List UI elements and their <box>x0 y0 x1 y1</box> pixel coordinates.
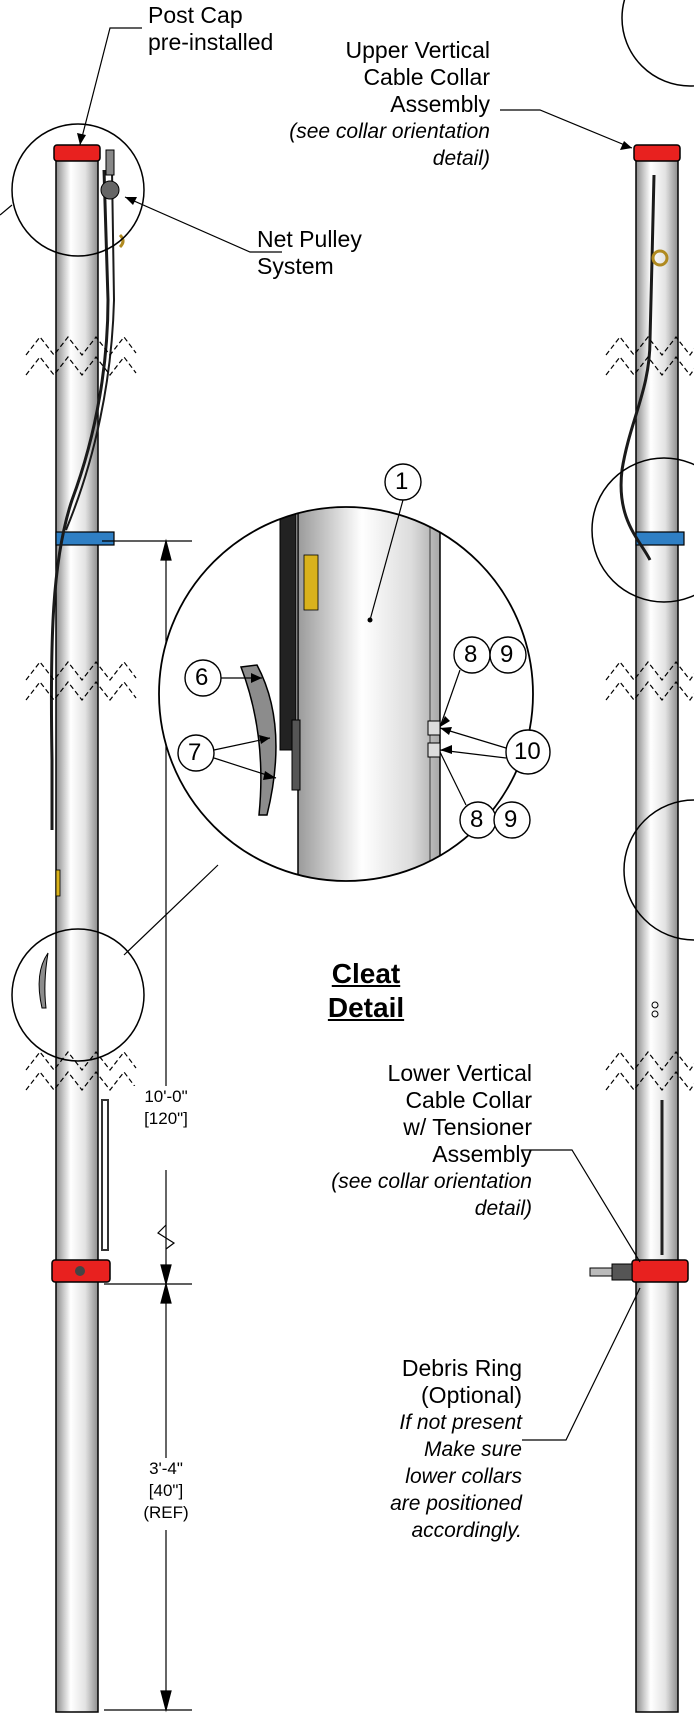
right-collar-detail-circle <box>591 457 694 603</box>
lower-collar-right <box>631 1259 689 1283</box>
net-pulley-label: Net Pulley System <box>257 226 362 279</box>
collar-blue-left <box>55 531 115 546</box>
callout-8-lower: 8 <box>470 806 484 833</box>
cleat-detail-circle <box>11 928 145 1062</box>
callout-1: 1 <box>395 468 409 495</box>
right-pole <box>589 0 694 1713</box>
cleat-detail-view <box>158 506 534 882</box>
lower-collar-label: Lower Vertical Cable Collar w/ Tensioner… <box>331 1060 532 1220</box>
callout-9-upper: 9 <box>500 641 514 668</box>
post-cap-label: Post Cap pre-installed <box>148 2 274 55</box>
pulley-detail-circle <box>11 123 145 257</box>
dimension-lower: 3'-4" [40"] (REF) <box>126 1458 206 1524</box>
break-lines <box>25 336 694 1092</box>
debris-ring-label: Debris Ring (Optional) If not present Ma… <box>390 1355 522 1542</box>
callout-7: 7 <box>188 739 202 766</box>
upper-collar-label: Upper Vertical Cable Collar Assembly (se… <box>289 37 490 170</box>
callout-bubbles <box>177 463 551 839</box>
cleat-detail-title: Cleat Detail <box>327 958 405 1023</box>
callout-10: 10 <box>514 738 541 765</box>
leader-arrowheads <box>77 133 632 780</box>
callout-8-upper: 8 <box>464 641 478 668</box>
callout-9-lower: 9 <box>504 806 518 833</box>
dimension-lines <box>102 538 192 1713</box>
left-pole <box>11 123 145 1713</box>
upper-collar-right <box>633 144 681 162</box>
dimension-upper: 10'-0" [120"] <box>126 1086 206 1130</box>
callout-6: 6 <box>195 664 209 691</box>
post-cap-left <box>53 144 101 162</box>
